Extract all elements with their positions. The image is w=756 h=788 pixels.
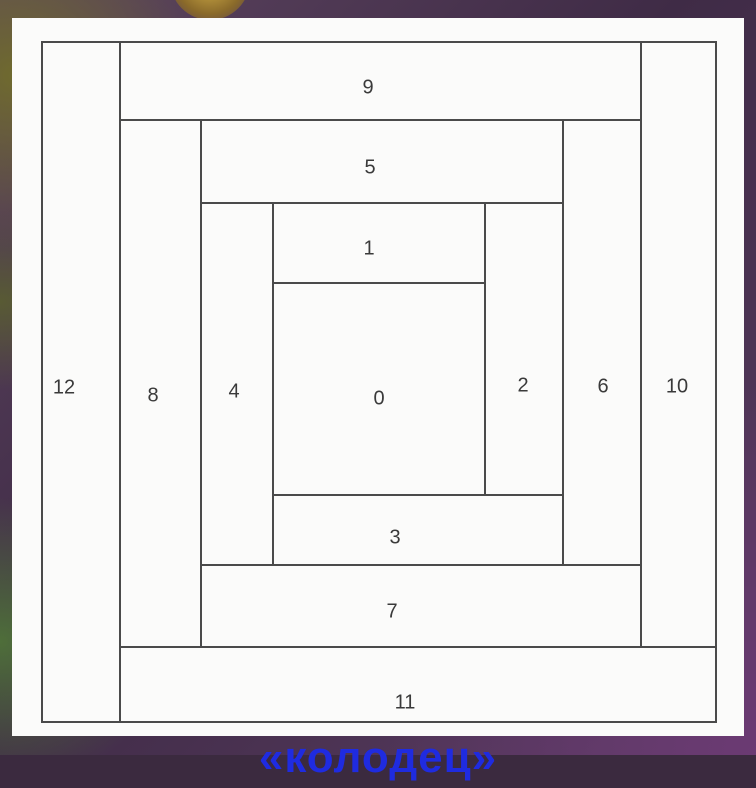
piece-label-5: 5	[364, 156, 375, 178]
piece-label-12: 12	[53, 376, 75, 398]
piece-label-10: 10	[666, 375, 688, 397]
piece-label-3: 3	[389, 526, 400, 548]
log-cabin-diagram: 0 1 2 3 4 5 6 7 8 9 10 11 12	[0, 0, 756, 755]
piece-2	[485, 203, 563, 495]
piece-3	[273, 495, 563, 565]
piece-8	[120, 120, 201, 647]
piece-7	[201, 565, 641, 647]
piece-label-2: 2	[517, 374, 528, 396]
piece-label-4: 4	[228, 380, 239, 402]
piece-10	[641, 42, 716, 647]
piece-label-11: 11	[395, 691, 416, 713]
piece-label-8: 8	[147, 384, 158, 406]
piece-5	[201, 120, 563, 203]
piece-label-1: 1	[363, 237, 374, 259]
piece-label-9: 9	[362, 76, 373, 98]
piece-label-7: 7	[386, 600, 397, 622]
piece-9	[120, 42, 641, 120]
caption-title: «колодец»	[0, 728, 756, 788]
piece-label-0: 0	[373, 387, 384, 409]
piece-1	[273, 203, 485, 283]
piece-6	[563, 120, 641, 565]
piece-11	[120, 647, 716, 722]
piece-label-6: 6	[597, 375, 608, 397]
